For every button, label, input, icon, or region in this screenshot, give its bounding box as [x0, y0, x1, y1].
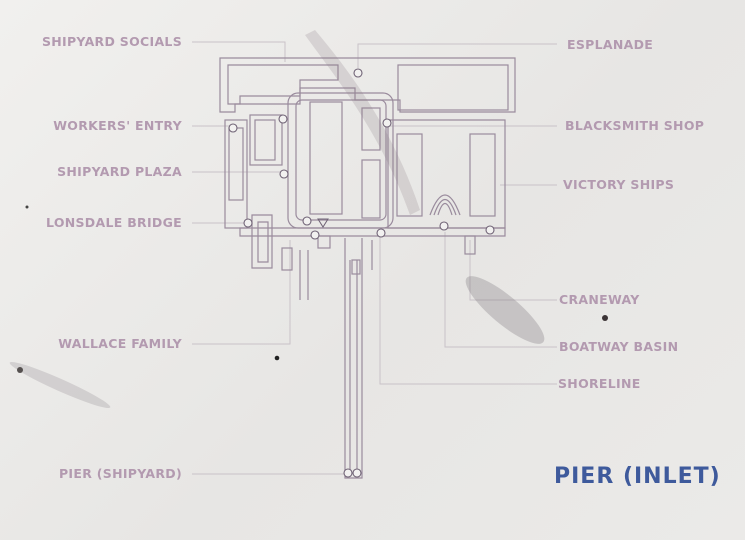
victory-ship-right: [469, 133, 496, 217]
ship-hull-arc-2: [433, 198, 457, 216]
leader-wallace-family: [192, 240, 291, 345]
marker-shoreline: [376, 228, 386, 238]
marker-pier-a: [343, 468, 353, 478]
label-boatway-basin: BOATWAY BASIN: [559, 339, 679, 354]
workers-block-inner: [254, 119, 276, 161]
label-victory-ships: VICTORY SHIPS: [563, 177, 675, 192]
left-wing: [224, 119, 248, 229]
smudge-left: [9, 361, 111, 409]
label-workers-entry: WORKERS' ENTRY: [53, 118, 182, 133]
marker-workers-block: [278, 114, 288, 124]
pier-head: [351, 259, 361, 275]
ship-hull-arc: [429, 194, 461, 216]
smudge-right: [465, 276, 545, 344]
weathering-marks: [9, 30, 608, 409]
esplanade-building: [397, 64, 509, 111]
map-title: PIER (INLET): [554, 464, 721, 489]
marker-courtyard: [302, 216, 312, 226]
marker-lonsdale-bridge: [243, 218, 253, 228]
courtyard-inner: [295, 99, 387, 221]
label-blacksmith-shop: BLACKSMITH SHOP: [565, 118, 705, 133]
label-esplanade: ESPLANADE: [567, 37, 654, 52]
dot-stain-3: [25, 205, 29, 209]
hall-upper-right: [361, 107, 381, 151]
dot-stain-2: [602, 315, 608, 321]
marker-pier-b: [352, 468, 362, 478]
piles: [299, 240, 373, 300]
marker-esplanade: [353, 68, 363, 78]
pier-inner-line: [349, 260, 358, 474]
bridge-structure: [251, 214, 273, 269]
triangle-marker: [317, 218, 329, 228]
bridge-inner: [257, 221, 269, 263]
dot-stain-4: [17, 367, 23, 373]
leader-esplanade: [357, 43, 557, 68]
workers-block: [249, 114, 283, 166]
marker-shipyard-plaza: [279, 169, 289, 179]
leader-lines: [192, 41, 557, 475]
leader-shoreline: [379, 232, 557, 385]
lower-block-right: [464, 235, 476, 255]
label-craneway: CRANEWAY: [559, 292, 640, 307]
leader-craneway: [469, 240, 557, 301]
upper-wing-outline: [219, 57, 516, 113]
marker-boatway-basin: [439, 221, 449, 231]
label-pier-shipyard: PIER (SHIPYARD): [58, 466, 182, 481]
lower-pier-base: [317, 235, 331, 249]
label-shoreline: SHORELINE: [558, 376, 641, 391]
hall-long: [309, 101, 343, 215]
left-wing-inner: [228, 127, 244, 201]
leader-shipyard-socials: [192, 41, 286, 62]
victory-ship-left: [396, 133, 423, 217]
label-lonsdale-bridge: LONSDALE BRIDGE: [46, 215, 182, 230]
smudge-diagonal: [305, 30, 420, 215]
label-wallace-family: WALLACE FAMILY: [58, 336, 182, 351]
dot-stain-1: [274, 355, 280, 361]
ship-hull-arc-3: [437, 202, 453, 216]
small-stair: [281, 247, 293, 271]
label-shipyard-plaza: SHIPYARD PLAZA: [57, 164, 182, 179]
label-shipyard-socials: SHIPYARD SOCIALS: [41, 34, 182, 49]
location-markers: [228, 68, 495, 478]
leader-boatway-basin: [444, 232, 557, 348]
marker-workers-entry: [228, 123, 238, 133]
lower-walkway: [239, 227, 506, 237]
marker-wallace-family: [310, 230, 320, 240]
marker-blacksmith-shop: [382, 118, 392, 128]
marker-craneway: [485, 225, 495, 235]
socials-inner-outline: [227, 64, 339, 105]
pier-shipyard-structure: [344, 238, 363, 479]
hall-lower-right: [361, 159, 381, 219]
building-outlines: [219, 57, 516, 479]
